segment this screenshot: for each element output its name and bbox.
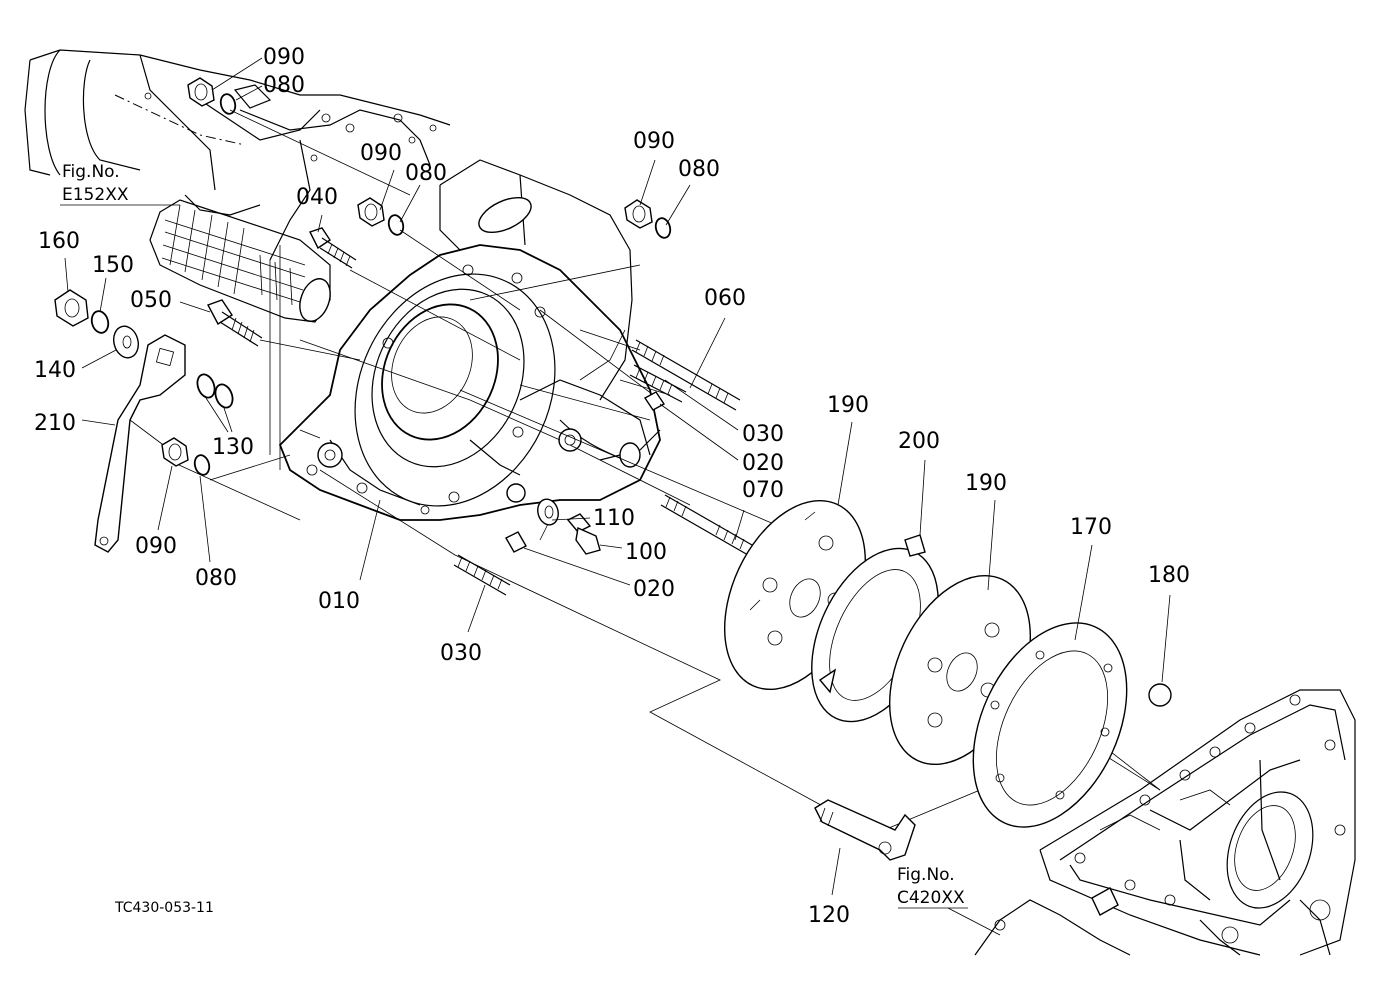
part-label: 170 [1070, 515, 1112, 540]
part-label: 060 [704, 286, 746, 311]
pin-020-lower [505, 531, 527, 553]
part-label: 040 [296, 185, 338, 210]
part-label: 090 [135, 534, 177, 559]
reference-label-lower: Fig.No. [897, 865, 955, 885]
bolt-040 [309, 227, 357, 269]
part-label: 190 [827, 393, 869, 418]
stud-030-upper [629, 364, 687, 403]
part-label: 080 [678, 157, 720, 182]
part-label: 150 [92, 253, 134, 278]
part-label: 030 [742, 422, 784, 447]
part-label: 110 [593, 506, 635, 531]
part-label: 090 [360, 141, 402, 166]
part-label: 080 [263, 73, 305, 98]
washer-150 [90, 310, 110, 334]
part-label: 140 [34, 358, 76, 383]
part-label: 160 [38, 229, 80, 254]
bolt-050 [207, 299, 263, 347]
nut-090-top [187, 77, 215, 107]
part-label: 090 [633, 129, 675, 154]
part-label: 130 [212, 435, 254, 460]
washer-080-lower [193, 454, 211, 476]
washer-080-mid [387, 214, 405, 236]
stud-030-lower [453, 554, 511, 596]
o-rings-130 [196, 373, 234, 409]
pin-020-upper [643, 391, 666, 411]
part-label: 210 [34, 411, 76, 436]
reference-code-upper: E152XX [62, 185, 129, 205]
reference-label-upper: Fig.No. [62, 162, 120, 182]
part-labels: 090 080 090 080 090 080 040 160 150 050 … [34, 45, 1190, 928]
part-label: 120 [808, 903, 850, 928]
part-label: 100 [625, 540, 667, 565]
lever-210 [94, 334, 186, 553]
part-label: 200 [898, 429, 940, 454]
shaft-120 [814, 799, 916, 861]
nut-090-lower [161, 437, 189, 467]
assembly-lines [129, 109, 1161, 841]
leader-lines [60, 57, 1171, 936]
upper-housing-drawing [24, 49, 451, 261]
stud-060 [631, 339, 741, 411]
part-label: 020 [742, 451, 784, 476]
part-label: 190 [965, 471, 1007, 496]
cover-housing-010 [278, 159, 661, 521]
reference-lower: Fig.No. C420XX [897, 865, 965, 908]
part-label: 020 [633, 577, 675, 602]
part-label: 180 [1148, 563, 1190, 588]
washer-140 [112, 325, 140, 359]
washer-080-top [219, 93, 237, 115]
nut-090-right [624, 199, 653, 229]
gasket-170 [972, 622, 1128, 828]
part-label: 080 [195, 566, 237, 591]
part-label: 070 [742, 478, 784, 503]
transmission-case-drawing [974, 689, 1356, 956]
part-label: 010 [318, 589, 360, 614]
part-label: 050 [130, 288, 172, 313]
splined-shaft [149, 199, 331, 323]
seal-110 [537, 498, 559, 526]
figure-code: TC430-053-11 [114, 900, 214, 916]
part-label: 090 [263, 45, 305, 70]
washer-080-right [654, 217, 672, 239]
ball-180 [1148, 683, 1172, 707]
reference-upper: Fig.No. E152XX [62, 162, 129, 205]
part-label: 080 [405, 161, 447, 186]
nut-160 [54, 289, 89, 327]
nut-090-mid [357, 197, 385, 227]
part-label: 030 [440, 641, 482, 666]
reference-code-lower: C420XX [897, 888, 965, 908]
stud-070 [660, 494, 753, 556]
